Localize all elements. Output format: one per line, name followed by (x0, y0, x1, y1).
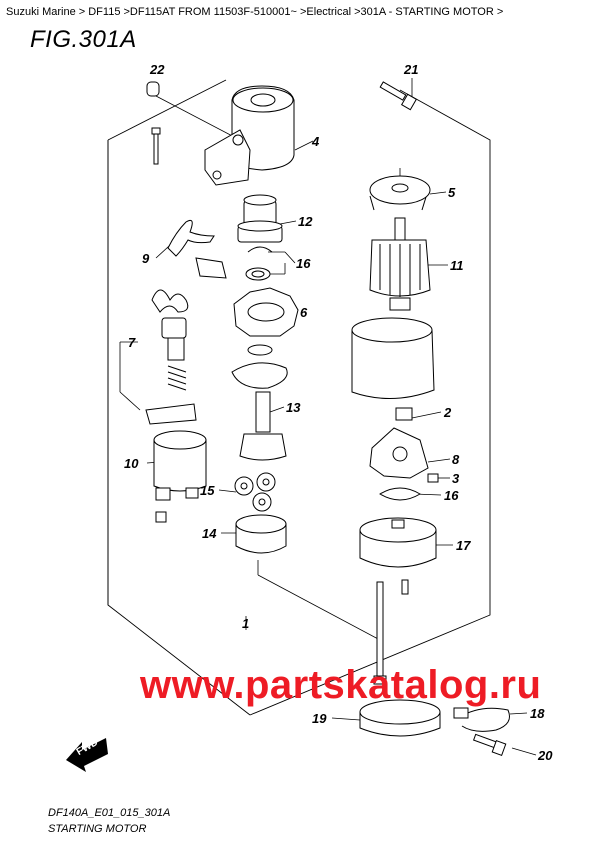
callout-3: 3 (452, 471, 460, 486)
breadcrumb: Suzuki Marine > DF115 >DF115AT FROM 1150… (6, 6, 504, 18)
callout-10: 10 (124, 456, 139, 471)
drawing-code: DF140A_E01_015_301A (48, 807, 171, 819)
part-20-bolt (472, 733, 507, 756)
callout-13: 13 (286, 400, 301, 415)
callout-9: 9 (142, 251, 150, 266)
part-16-gasket (231, 344, 288, 389)
part-15-gears (234, 472, 276, 512)
washer-plate (145, 403, 197, 425)
part-16-plate-lower (379, 487, 421, 501)
part-17-end-cover (359, 517, 437, 568)
part-3-nut (427, 473, 439, 483)
part-12-pinion (237, 194, 283, 243)
callout-16-lower: 16 (444, 488, 459, 503)
callout-5: 5 (448, 185, 456, 200)
part-6-gear-housing (233, 287, 299, 337)
part-19-cushion (359, 699, 441, 737)
part-11-armature (369, 217, 431, 311)
callout-17: 17 (456, 538, 471, 553)
part-22-bush (146, 81, 160, 97)
part-8-brush-holder (369, 427, 429, 479)
callout-16-upper: 16 (296, 256, 311, 271)
part-7-spring-holder (151, 257, 227, 391)
part-5-plate (369, 175, 431, 211)
callout-7: 7 (128, 335, 136, 350)
callout-22: 22 (149, 62, 165, 77)
part-2-yoke (351, 317, 435, 421)
callout-12: 12 (298, 214, 313, 229)
bolt-near-housing (151, 127, 161, 165)
callout-20: 20 (537, 748, 553, 763)
part-9-lever (167, 219, 215, 257)
callout-4: 4 (311, 134, 320, 149)
part-18-band (453, 707, 510, 732)
callout-6: 6 (300, 305, 308, 320)
callout-15: 15 (200, 483, 215, 498)
fwd-arrow-icon (66, 738, 108, 772)
callout-14: 14 (202, 526, 217, 541)
part-21-bolt (379, 81, 418, 111)
part-4-housing (204, 85, 295, 186)
figure-title: FIG.301A (30, 26, 137, 53)
callout-19: 19 (312, 711, 327, 726)
callout-21: 21 (403, 62, 418, 77)
watermark: www.partskatalog.ru (140, 663, 542, 707)
callout-8: 8 (452, 452, 460, 467)
callout-18: 18 (530, 706, 545, 721)
part-14-internal-gear (235, 514, 287, 554)
assembly-outline (107, 79, 491, 716)
callout-11: 11 (450, 258, 464, 273)
part-16-rings-upper (245, 246, 273, 281)
callout-1: 1 (242, 616, 249, 631)
part-10-solenoid (153, 430, 207, 523)
through-bolts (373, 579, 409, 685)
callout-2: 2 (443, 405, 452, 420)
part-13-shaft (239, 391, 287, 461)
diagram-caption: STARTING MOTOR (48, 823, 147, 835)
